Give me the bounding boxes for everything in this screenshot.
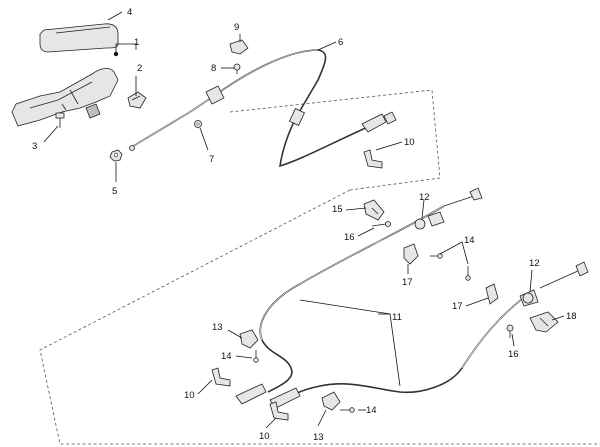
bracket-18 xyxy=(529,311,559,333)
callout-14-lower-left: 14 xyxy=(221,351,232,362)
dashed-boundary-upper xyxy=(229,89,441,191)
lever-bolt xyxy=(55,112,65,128)
bracket-10-upper xyxy=(363,149,383,169)
callout-14-upper: 14 xyxy=(464,235,475,246)
lever-clip xyxy=(127,91,147,109)
callout-18: 18 xyxy=(566,311,577,322)
callout-12-lower: 12 xyxy=(529,258,540,269)
bracket-17-b xyxy=(485,283,499,305)
cable-clip-13-lower xyxy=(321,391,341,411)
callout-labels: 4 1 2 3 5 9 8 6 7 10 12 15 16 14 17 12 1… xyxy=(32,7,577,443)
bolt-16-lower xyxy=(506,324,514,338)
rear-cable-left xyxy=(235,187,483,405)
bracket-10-lower-left xyxy=(211,367,231,387)
handle-lever xyxy=(11,51,119,127)
callout-12-upper: 12 xyxy=(419,192,430,203)
callout-10-lower-left: 10 xyxy=(184,390,195,401)
callout-5: 5 xyxy=(112,186,117,197)
cable-clip-13-left xyxy=(239,329,259,349)
callout-11: 11 xyxy=(392,312,402,323)
callout-17-upper: 17 xyxy=(402,277,413,288)
callout-15: 15 xyxy=(332,204,343,215)
rear-cable-right xyxy=(269,261,589,409)
callout-16-lower: 16 xyxy=(508,349,519,360)
callout-2: 2 xyxy=(137,63,142,74)
callout-6: 6 xyxy=(338,37,343,48)
callout-9: 9 xyxy=(234,22,239,33)
callout-14-lower-right: 14 xyxy=(366,405,377,416)
bracket-10-lower-mid xyxy=(269,401,289,421)
handle-cover xyxy=(39,23,119,53)
callout-1: 1 xyxy=(134,37,139,48)
screw-14-upper-a xyxy=(430,253,443,259)
cable-clip-12-lower xyxy=(522,292,534,304)
callout-7: 7 xyxy=(209,154,214,165)
cable-clip-9 xyxy=(229,39,249,55)
callout-8: 8 xyxy=(211,63,216,74)
bolt-16-upper xyxy=(371,221,391,227)
screw-8 xyxy=(233,63,241,74)
callout-16-upper: 16 xyxy=(344,232,355,243)
screw-14-lower-a xyxy=(253,350,259,363)
dashed-boundary-lower xyxy=(39,189,600,445)
cable-clip-12-upper xyxy=(414,218,426,230)
callout-13-upper: 13 xyxy=(212,322,223,333)
callout-13-lower: 13 xyxy=(313,432,324,443)
callout-10-lower-mid: 10 xyxy=(259,431,270,442)
screw-14-lower-b xyxy=(340,407,355,413)
leader-lines xyxy=(43,11,565,429)
screw-14-upper-b xyxy=(465,266,471,281)
grommet-7 xyxy=(194,120,202,128)
bracket-17-a xyxy=(403,243,419,265)
callout-17-lower: 17 xyxy=(452,301,463,312)
callout-3: 3 xyxy=(32,141,37,152)
bracket-15 xyxy=(363,199,385,221)
nut xyxy=(109,149,123,162)
callout-4: 4 xyxy=(127,7,132,18)
callout-10-upper: 10 xyxy=(404,137,415,148)
front-cable xyxy=(129,49,397,168)
